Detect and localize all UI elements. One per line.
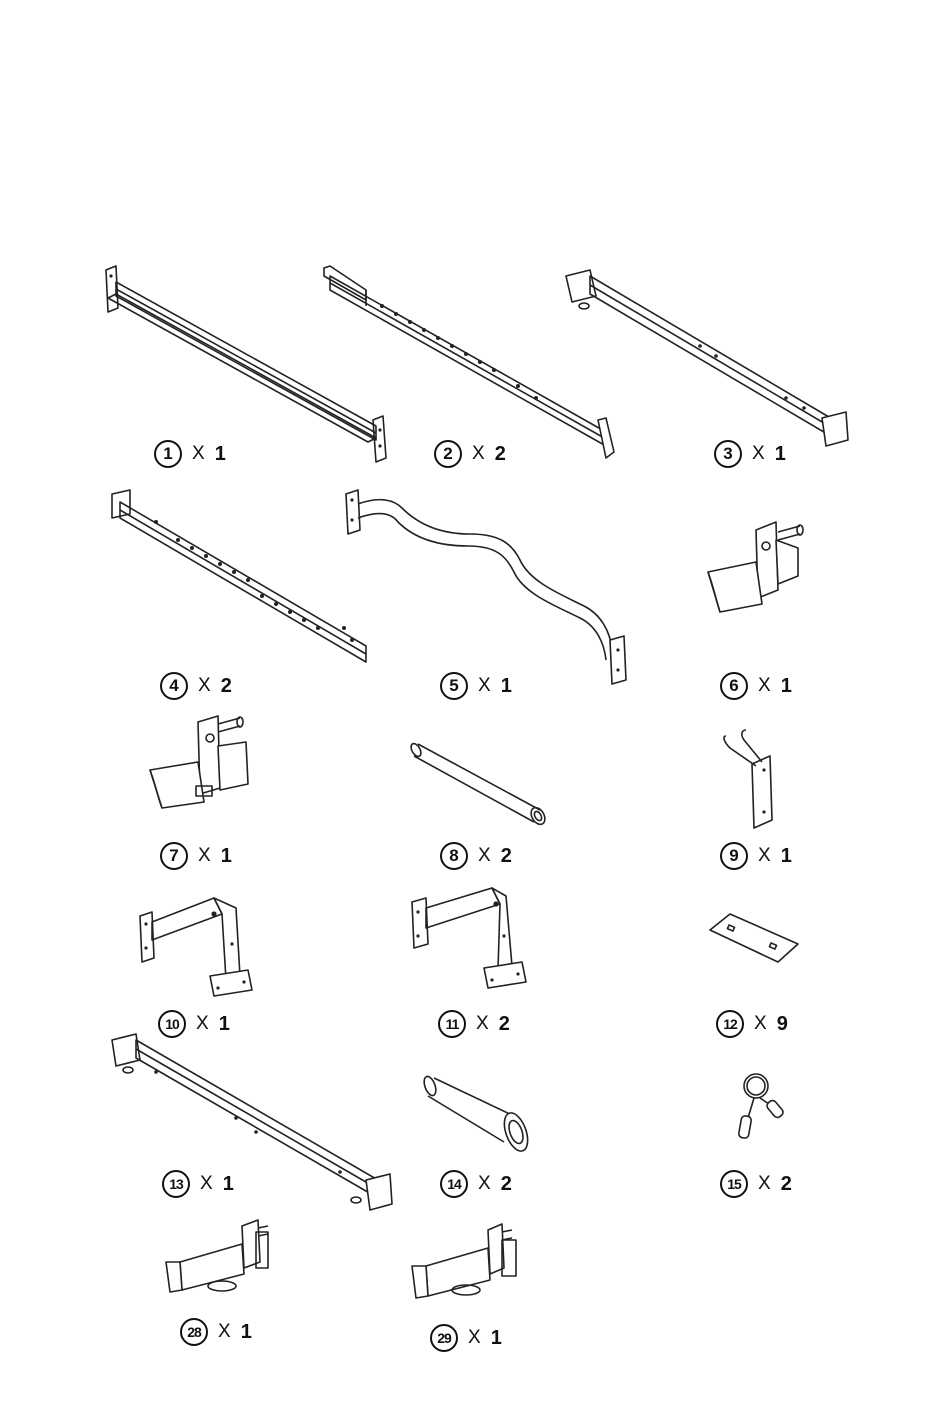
- part-label-15: 15 X 2: [720, 1170, 792, 1198]
- times-sign: X: [752, 443, 765, 465]
- safety-spotter-arm-a-icon: [166, 1220, 268, 1292]
- part-number: 12: [716, 1010, 744, 1038]
- part-label-14: 14 X 2: [440, 1170, 512, 1198]
- part-quantity: 1: [775, 443, 786, 466]
- plate-storage-sleeve-icon: [422, 1075, 532, 1154]
- part-label-4: 4 X 2: [160, 672, 232, 700]
- part-label-5: 5 X 1: [440, 672, 512, 700]
- part-quantity: 2: [221, 675, 232, 698]
- part-quantity: 1: [219, 1013, 230, 1036]
- times-sign: X: [218, 1321, 231, 1343]
- part-label-28: 28 X 1: [180, 1318, 252, 1346]
- times-sign: X: [758, 1173, 771, 1195]
- part-label-8: 8 X 2: [440, 842, 512, 870]
- rail-with-end-plates-icon: [106, 266, 386, 462]
- times-sign: X: [754, 1013, 767, 1035]
- times-sign: X: [200, 1173, 213, 1195]
- times-sign: X: [478, 845, 491, 867]
- angled-foot-bracket-b-icon: [412, 888, 526, 988]
- part-quantity: 2: [781, 1173, 792, 1196]
- part-label-29: 29 X 1: [430, 1324, 502, 1352]
- part-label-3: 3 X 1: [714, 440, 786, 468]
- part-quantity: 1: [781, 675, 792, 698]
- times-sign: X: [478, 1173, 491, 1195]
- part-quantity: 1: [215, 443, 226, 466]
- part-label-9: 9 X 1: [720, 842, 792, 870]
- part-quantity: 1: [501, 675, 512, 698]
- times-sign: X: [468, 1327, 481, 1349]
- part-number: 29: [430, 1324, 458, 1352]
- times-sign: X: [192, 443, 205, 465]
- angled-foot-bracket-a-icon: [140, 898, 252, 996]
- part-number: 10: [158, 1010, 186, 1038]
- part-label-1: 1 X 1: [154, 440, 226, 468]
- part-label-10: 10 X 1: [158, 1010, 230, 1038]
- times-sign: X: [198, 845, 211, 867]
- part-number: 5: [440, 672, 468, 700]
- square-tube-crossbar-icon: [566, 270, 848, 446]
- part-label-13: 13 X 1: [162, 1170, 234, 1198]
- band-peg-bracket-icon: [724, 730, 772, 828]
- part-label-2: 2 X 2: [434, 440, 506, 468]
- part-label-6: 6 X 1: [720, 672, 792, 700]
- square-tube-crossbar-lower-icon: [112, 1034, 392, 1210]
- part-quantity: 2: [501, 1173, 512, 1196]
- times-sign: X: [758, 675, 771, 697]
- times-sign: X: [758, 845, 771, 867]
- part-quantity: 1: [221, 845, 232, 868]
- part-number: 8: [440, 842, 468, 870]
- part-number: 3: [714, 440, 742, 468]
- part-quantity: 9: [777, 1013, 788, 1036]
- part-quantity: 2: [495, 443, 506, 466]
- times-sign: X: [198, 675, 211, 697]
- part-number: 7: [160, 842, 188, 870]
- part-number: 15: [720, 1170, 748, 1198]
- perforated-upright-icon: [112, 490, 366, 662]
- part-quantity: 2: [499, 1013, 510, 1036]
- j-hook-left-icon: [150, 716, 248, 808]
- part-quantity: 1: [241, 1321, 252, 1344]
- spring-collar-icon: [738, 1074, 784, 1139]
- weight-sleeve-tube-icon: [409, 742, 548, 827]
- safety-spotter-arm-b-icon: [412, 1224, 516, 1298]
- part-number: 2: [434, 440, 462, 468]
- part-number: 9: [720, 842, 748, 870]
- part-number: 14: [440, 1170, 468, 1198]
- part-quantity: 1: [491, 1327, 502, 1350]
- flat-plate-icon: [710, 914, 798, 962]
- part-quantity: 1: [781, 845, 792, 868]
- part-label-7: 7 X 1: [160, 842, 232, 870]
- part-number: 13: [162, 1170, 190, 1198]
- times-sign: X: [478, 675, 491, 697]
- times-sign: X: [472, 443, 485, 465]
- part-label-12: 12 X 9: [716, 1010, 788, 1038]
- part-number: 1: [154, 440, 182, 468]
- j-hook-right-icon: [708, 522, 803, 612]
- part-number: 4: [160, 672, 188, 700]
- times-sign: X: [476, 1013, 489, 1035]
- part-number: 6: [720, 672, 748, 700]
- curved-chin-up-bar-icon: [346, 490, 626, 684]
- part-quantity: 1: [223, 1173, 234, 1196]
- times-sign: X: [196, 1013, 209, 1035]
- part-label-11: 11 X 2: [438, 1010, 510, 1038]
- part-quantity: 2: [501, 845, 512, 868]
- part-number: 28: [180, 1318, 208, 1346]
- part-number: 11: [438, 1010, 466, 1038]
